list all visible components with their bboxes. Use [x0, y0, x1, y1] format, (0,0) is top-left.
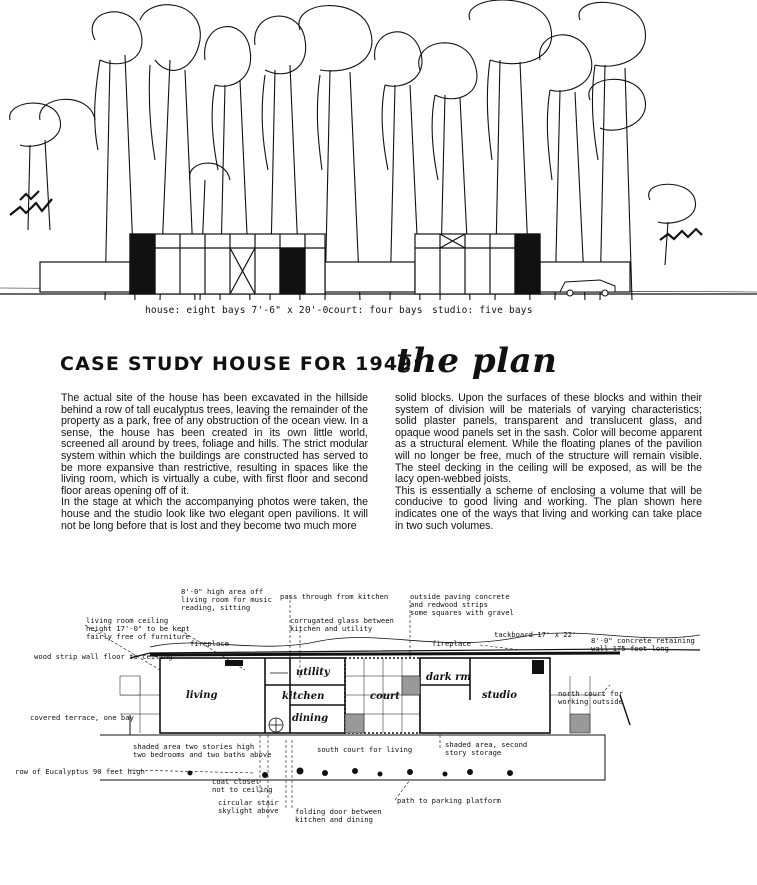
- label-parking-path: path to parking platform: [397, 796, 501, 805]
- body-paragraph: In the stage at which the accompanying p…: [61, 496, 368, 532]
- elevation-caption-studio: studio: five bays: [432, 305, 533, 316]
- label-tackboard: tackboard 17' x 22': [494, 630, 577, 639]
- circular-stair: [268, 717, 284, 733]
- label-living-ceiling: living room ceiling height 17'-0" to be …: [86, 616, 190, 642]
- label-fireplace-left: fireplace: [190, 639, 229, 648]
- label-folding-door: folding door between kitchen and dining: [295, 807, 382, 825]
- eucalyptus-row: [187, 767, 513, 778]
- label-north-court: north court for working outside: [558, 689, 623, 707]
- elevation-caption-house: house: eight bays 7'-6" x 20'-0: [145, 305, 329, 316]
- article-title: CASE STUDY HOUSE FOR 1949: the plan: [60, 341, 720, 383]
- title-accent: the plan: [396, 341, 558, 381]
- elevation-drawing: [0, 0, 757, 301]
- label-covered-terrace: covered terrace, one bay: [30, 713, 134, 722]
- label-high-area: 8'-0" high area off living room for musi…: [181, 587, 272, 613]
- retaining-wall: [39, 261, 631, 293]
- body-column-left: The actual site of the house has been ex…: [61, 392, 368, 532]
- foliage: [9, 190, 703, 241]
- retaining-wall-plan: [129, 632, 701, 659]
- label-shaded-two-stories: shaded area two stories high two bedroom…: [133, 742, 272, 760]
- room-court: court: [370, 691, 400, 702]
- room-living: living: [186, 690, 218, 701]
- body-paragraph: This is essentially a scheme of enclosin…: [395, 484, 702, 532]
- label-wood-strip-wall: wood strip wall floor to ceiling: [34, 652, 173, 661]
- house-elevation: [129, 233, 326, 295]
- room-utility: utility: [296, 667, 330, 678]
- body-paragraph: The actual site of the house has been ex…: [61, 392, 368, 497]
- studio-elevation: [414, 233, 541, 295]
- label-circular-stair: circular stair skylight above: [218, 798, 279, 816]
- south-boundary: [100, 694, 631, 781]
- house-plan: [159, 657, 551, 734]
- title-main: CASE STUDY HOUSE FOR 1949:: [60, 353, 422, 375]
- room-studio: studio: [482, 690, 517, 701]
- label-eucalyptus-row: row of Eucalyptus 90 feet high: [15, 767, 145, 776]
- label-fireplace-right: fireplace: [432, 639, 471, 648]
- interior-walls: [264, 658, 471, 733]
- label-retaining-wall: 8'-0" concrete retaining wall 175 feet l…: [591, 636, 695, 654]
- room-dining: dining: [292, 713, 329, 724]
- body-column-right: solid blocks. Upon the surfaces of these…: [395, 392, 702, 532]
- label-outside-paving: outside paving concrete and redwood stri…: [410, 592, 514, 618]
- gravel-squares: [119, 675, 591, 734]
- leader-lines: [84, 595, 611, 820]
- body-paragraph: solid blocks. Upon the surfaces of these…: [395, 392, 702, 486]
- fireplace-icons: [225, 660, 544, 674]
- room-dark-rm: dark rm: [426, 672, 471, 683]
- label-shaded-second-story: shaded area, second story storage: [445, 740, 528, 758]
- label-pass-through: pass through from kitchen: [280, 592, 389, 601]
- label-corrugated-glass: corrugated glass between kitchen and uti…: [290, 616, 394, 634]
- label-coat-closet: coat closet not to ceiling: [212, 777, 273, 795]
- room-kitchen: kitchen: [282, 691, 325, 702]
- eucalyptus-trees: [9, 0, 696, 301]
- label-south-court: south court for living: [317, 745, 413, 754]
- floor-plan-drawing: [84, 595, 701, 820]
- elevation-caption-court: court: four bays: [328, 305, 423, 316]
- car: [559, 279, 616, 297]
